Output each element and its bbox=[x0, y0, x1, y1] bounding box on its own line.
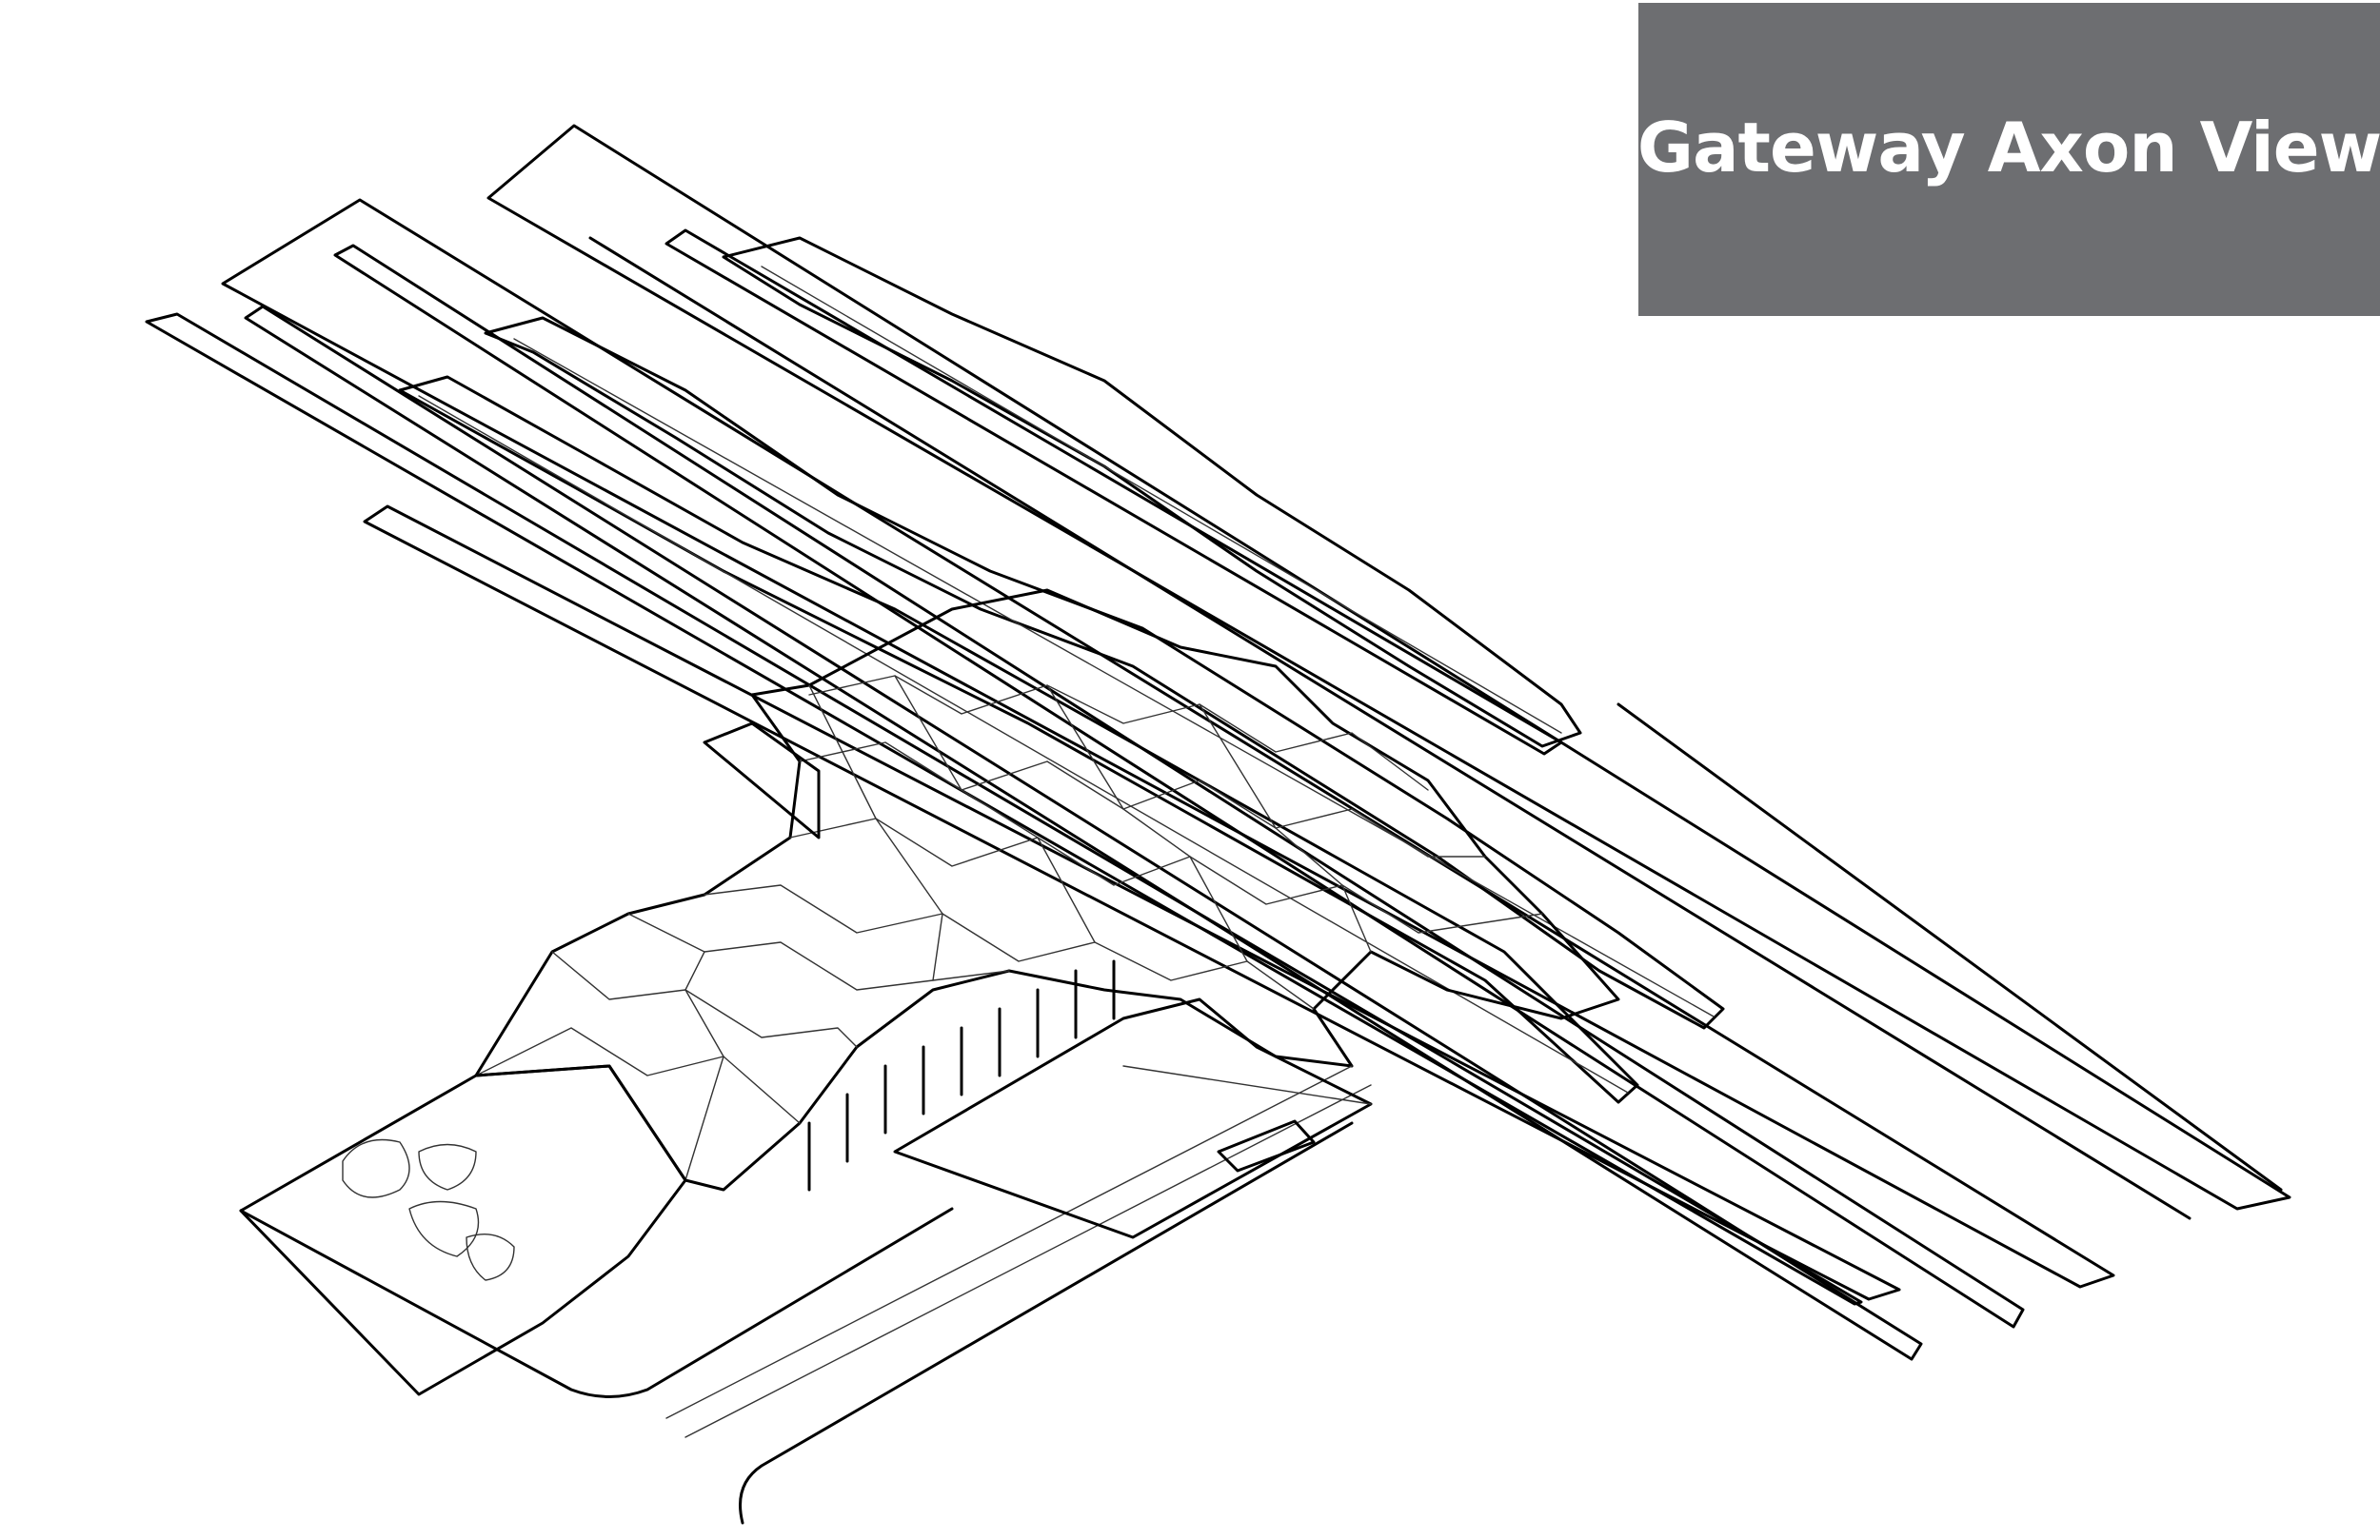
roof-facets-row-6 bbox=[551, 951, 858, 1048]
roof-facets-row-7 bbox=[475, 1027, 801, 1124]
diagram-title: Gateway Axon View bbox=[1636, 107, 2380, 188]
roof-facets-row-2 bbox=[799, 741, 1486, 858]
platform-strip-3 bbox=[664, 228, 1563, 756]
canopy-north bbox=[722, 236, 1582, 748]
canopy-ridge-middle bbox=[513, 338, 1715, 1017]
track-rail-2 bbox=[1616, 702, 2283, 1192]
plaza-slab bbox=[239, 1064, 687, 1396]
rail-tracks bbox=[145, 124, 2291, 1361]
platform-canopies bbox=[398, 236, 1725, 1104]
title-panel: Gateway Axon View bbox=[1636, 3, 2380, 316]
stair-block bbox=[703, 721, 821, 839]
planter-1 bbox=[342, 1138, 410, 1198]
roof-diagonals-5 bbox=[684, 951, 724, 1181]
roof-diagonals-2 bbox=[1046, 684, 1248, 962]
planter-3 bbox=[408, 1200, 480, 1257]
canopy-south bbox=[398, 375, 1639, 1104]
planter-4 bbox=[466, 1234, 515, 1281]
ground-plaza bbox=[239, 721, 1373, 1525]
planter-2 bbox=[418, 1143, 477, 1191]
track-rail-1 bbox=[588, 236, 2192, 1220]
canopy-ridge-south bbox=[418, 395, 1629, 1094]
bench bbox=[1217, 1119, 1316, 1173]
roof-diagonals-1 bbox=[894, 675, 1096, 943]
roof-diagonals-3 bbox=[1199, 703, 1372, 953]
roof-outline bbox=[474, 588, 1620, 1192]
roof-facets-row-1 bbox=[808, 675, 1429, 791]
track-strip-4 bbox=[363, 504, 1901, 1301]
platform-strip-1 bbox=[333, 244, 2025, 1329]
roof-facets-row-4 bbox=[704, 884, 1315, 1010]
track-strip-3 bbox=[145, 312, 1863, 1306]
plaza-curb bbox=[239, 1207, 954, 1398]
track-strip-1 bbox=[486, 124, 2291, 1211]
roof-diagonals-4 bbox=[808, 684, 943, 981]
road-edge bbox=[739, 1121, 1354, 1525]
roof-facets-row-3 bbox=[789, 818, 1543, 934]
canopy-ridge-north bbox=[761, 266, 1562, 734]
roof-facets-row-5 bbox=[627, 913, 1010, 991]
gateway-faceted-roof bbox=[474, 588, 1620, 1192]
platform-strip-2 bbox=[244, 305, 1923, 1361]
road-lane-1 bbox=[665, 1065, 1353, 1419]
canopy-middle bbox=[484, 316, 1725, 1030]
ramp bbox=[893, 997, 1373, 1239]
gateway-columns bbox=[807, 959, 1116, 1192]
ramp-edge bbox=[1122, 1065, 1372, 1105]
road-lane-2 bbox=[684, 1084, 1372, 1438]
